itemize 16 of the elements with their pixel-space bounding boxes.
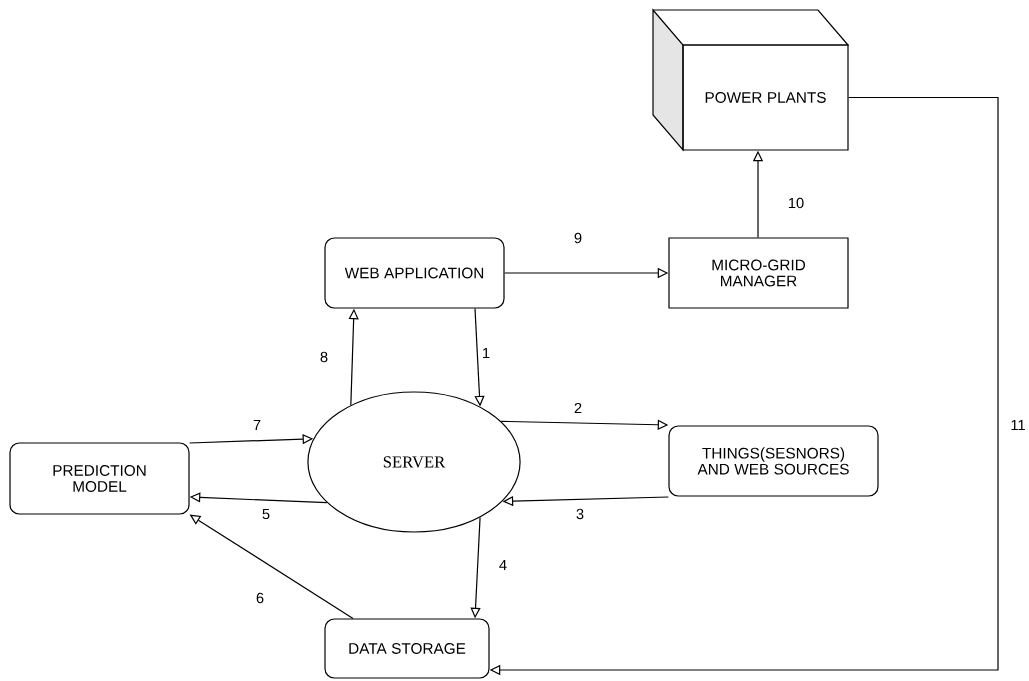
edge-label: 9 <box>572 231 584 245</box>
edge-label: 2 <box>572 401 584 415</box>
edge-label: 10 <box>786 196 806 210</box>
process-box: PREDICTION MODEL <box>9 442 190 515</box>
edge-label: 3 <box>574 507 586 521</box>
edge-label: 11 <box>1009 418 1027 432</box>
edge-label: 6 <box>254 591 266 605</box>
edge-label: 8 <box>318 350 330 364</box>
process-box: WEB APPLICATION <box>324 237 505 309</box>
edge-label: 4 <box>497 558 509 572</box>
process-box: MICRO-GRID MANAGER <box>668 237 849 309</box>
edge-label: 7 <box>251 418 263 432</box>
edge-label: 1 <box>480 346 492 360</box>
process-box: DATA STORAGE <box>324 618 490 679</box>
edge-label: 5 <box>260 507 272 521</box>
process-box: THINGS(SESNORS) AND WEB SOURCES <box>668 425 879 497</box>
